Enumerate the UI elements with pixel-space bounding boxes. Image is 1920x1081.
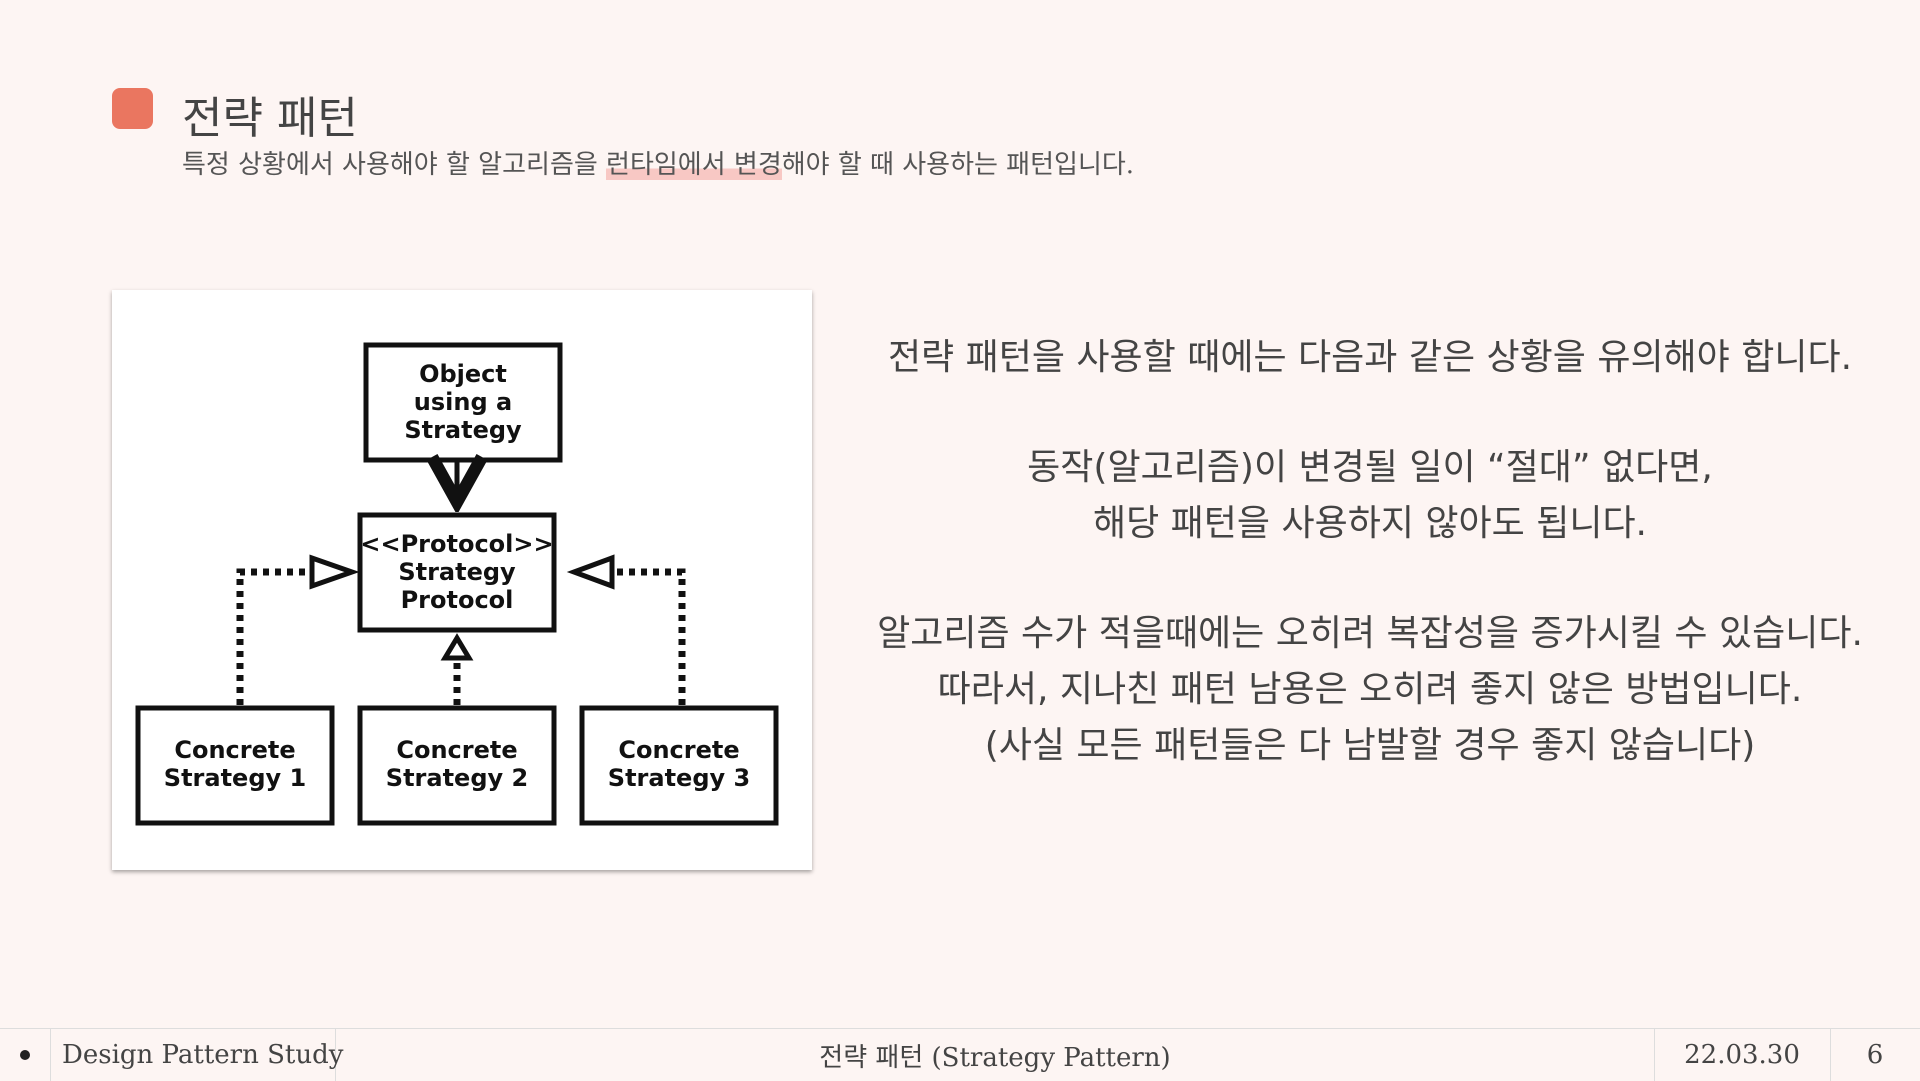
concrete-box-2 xyxy=(357,705,557,826)
footer-study-name-cell: Design Pattern Study xyxy=(50,1029,343,1081)
notes-p1-line-2: 해당 패턴을 사용하지 않아도 됩니다. xyxy=(1092,503,1648,544)
footer-page-number: 6 xyxy=(1866,1040,1884,1070)
protocol-box xyxy=(357,512,557,633)
notes-intro-line: 전략 패턴을 사용할 때에는 다음과 같은 상황을 유의해야 합니다. xyxy=(887,337,1853,378)
context-box-line-2: using a xyxy=(414,388,512,416)
slide-subtitle: 특정 상황에서 사용해야 할 알고리즘을 런타임에서 변경해야 할 때 사용하는… xyxy=(182,144,1134,181)
notes-paragraph-2: 알고리즘 수가 적을때에는 오히려 복잡성을 증가시킬 수 있습니다. 따라서,… xyxy=(850,606,1890,774)
subtitle-highlight: 런타임에서 변경 xyxy=(606,150,782,180)
notes-paragraph-1: 동작(알고리즘)이 변경될 일이 “절대” 없다면, 해당 패턴을 사용하지 않… xyxy=(850,440,1890,552)
realization-line-1 xyxy=(236,568,307,705)
realization-arrowhead-2 xyxy=(440,633,474,661)
notes-p1-line-1: 동작(알고리즘)이 변경될 일이 “절대” 없다면, xyxy=(1027,447,1713,488)
footer-title-cell: 전략 패턴 (Strategy Pattern) xyxy=(336,1029,1655,1081)
uml-diagram-svg: Object using a Strategy <<Protocol>> Str… xyxy=(135,342,779,826)
slide-title: 전략 패턴 xyxy=(182,93,358,144)
notes-p2-line-3: (사실 모든 패턴들은 다 남발할 경우 좋지 않습니다) xyxy=(984,725,1756,766)
protocol-box-line-3: Protocol xyxy=(401,586,514,614)
notes-p2-line-1: 알고리즘 수가 적을때에는 오히려 복잡성을 증가시킬 수 있습니다. xyxy=(877,613,1863,654)
notes-intro: 전략 패턴을 사용할 때에는 다음과 같은 상황을 유의해야 합니다. xyxy=(850,330,1890,386)
footer-date: 22.03.30 xyxy=(1684,1040,1800,1070)
bullet-dot-icon xyxy=(20,1050,30,1060)
concrete-2-line-2: Strategy 2 xyxy=(386,764,528,792)
concrete-box-3 xyxy=(579,705,779,826)
footer-study-name: Design Pattern Study xyxy=(62,1040,344,1070)
notes-p2-line-2: 따라서, 지나친 패턴 남용은 오히려 좋지 않은 방법입니다. xyxy=(937,669,1803,710)
subtitle-text-before: 특정 상황에서 사용해야 할 알고리즘을 xyxy=(182,150,607,180)
footer-page-cell: 6 xyxy=(1830,1029,1920,1081)
concrete-3-line-1: Concrete xyxy=(618,736,739,764)
footer-slide-title: 전략 패턴 (Strategy Pattern) xyxy=(819,1042,1171,1073)
subtitle-text-after: 해야 할 때 사용하는 패턴입니다. xyxy=(781,150,1135,180)
notes-panel: 전략 패턴을 사용할 때에는 다음과 같은 상황을 유의해야 합니다. 동작(알… xyxy=(850,330,1890,828)
concrete-box-1 xyxy=(135,705,335,826)
footer-date-cell: 22.03.30 xyxy=(1654,1029,1831,1081)
concrete-3-line-2: Strategy 3 xyxy=(608,764,750,792)
slide-footer: Design Pattern Study 전략 패턴 (Strategy Pat… xyxy=(0,1028,1920,1081)
context-box-line-1: Object xyxy=(419,360,507,388)
context-box-line-3: Strategy xyxy=(404,416,522,444)
concrete-2-line-1: Concrete xyxy=(396,736,517,764)
protocol-box-line-2: Strategy xyxy=(398,558,516,586)
concrete-1-line-1: Concrete xyxy=(174,736,295,764)
realization-arrowhead-1 xyxy=(309,554,360,590)
concrete-1-line-2: Strategy 1 xyxy=(164,764,306,792)
realization-arrowhead-3 xyxy=(566,554,615,590)
strategy-pattern-diagram: Object using a Strategy <<Protocol>> Str… xyxy=(112,290,812,870)
protocol-box-line-1: <<Protocol>> xyxy=(360,530,553,558)
title-marker-square xyxy=(112,88,153,129)
realization-line-3 xyxy=(617,568,686,705)
footer-bullet-cell xyxy=(0,1029,51,1081)
